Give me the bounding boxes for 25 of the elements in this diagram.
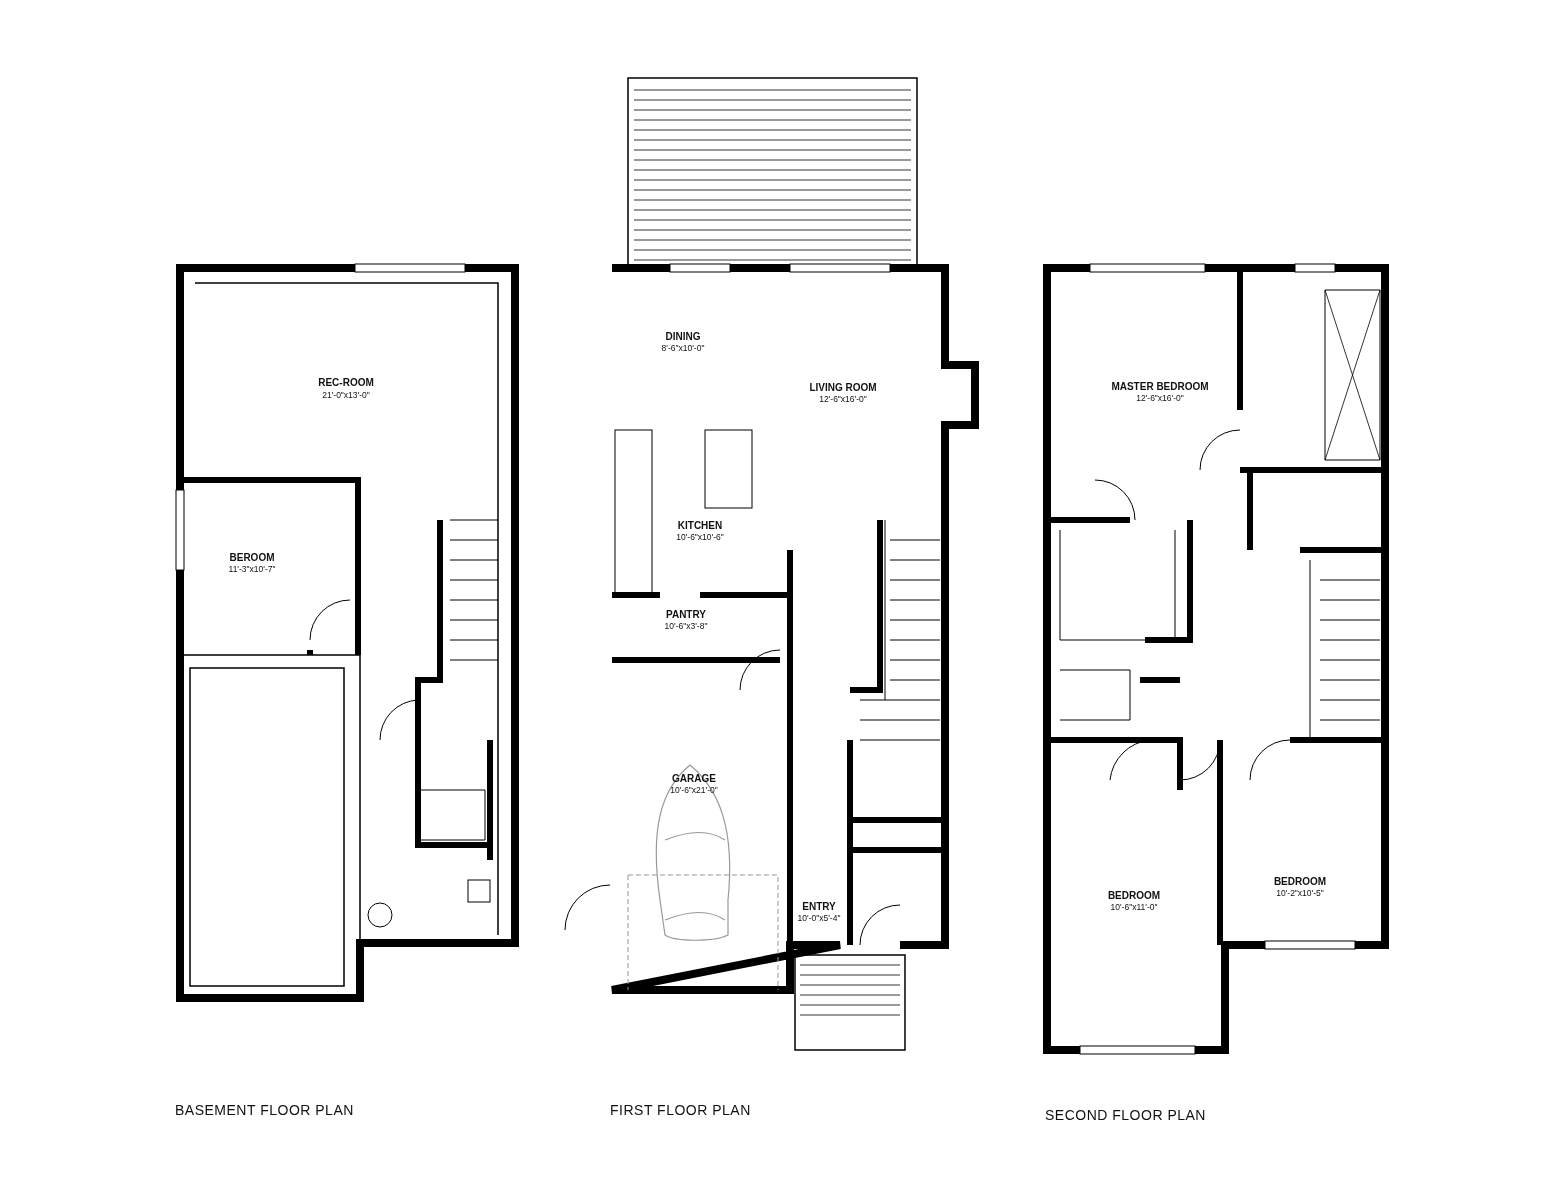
room-name: BEDROOM — [1107, 891, 1161, 901]
room-dimension: 11'-3"x10'-7" — [228, 565, 276, 574]
plan-title: BASEMENT FLOOR PLAN — [175, 1103, 354, 1117]
room-name: ENTRY — [802, 902, 836, 912]
room-dimension: 10'-6"x21'-0" — [670, 786, 718, 795]
room-dimension: 10'-2"x10'-5" — [1276, 889, 1324, 898]
room-name: PANTRY — [666, 610, 706, 620]
room-name: REC-ROOM — [318, 378, 374, 388]
room-dimension: 12'-6"x16'-0" — [1136, 394, 1184, 403]
room-name: BEROOM — [229, 553, 275, 563]
plan-title: FIRST FLOOR PLAN — [610, 1103, 751, 1117]
room-name: DINING — [665, 332, 701, 342]
room-dimension: 10'-0"x5'-4" — [797, 914, 841, 923]
room-dimension: 10'-6"x11'-0" — [1110, 903, 1158, 912]
room-name: KITCHEN — [677, 521, 723, 531]
room-dimension: 8'-6"x10'-0" — [661, 344, 705, 353]
room-dimension: 21'-0"x13'-0" — [322, 391, 370, 400]
room-name: GARAGE — [672, 774, 716, 784]
room-name: BEDROOM — [1273, 877, 1327, 887]
room-dimension: 10'-6"x10'-6" — [676, 533, 724, 542]
room-dimension: 12'-6"x16'-0" — [819, 395, 867, 404]
plan-title: SECOND FLOOR PLAN — [1045, 1108, 1206, 1122]
room-name: MASTER BEDROOM — [1111, 382, 1209, 392]
room-dimension: 10'-6"x3'-8" — [664, 622, 708, 631]
room-name: LIVING ROOM — [809, 383, 877, 393]
